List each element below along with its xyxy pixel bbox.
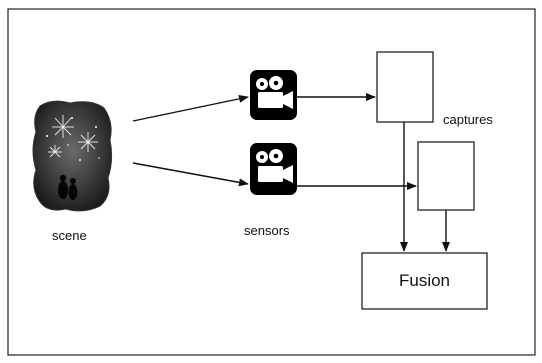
capture-box-2: [418, 142, 474, 210]
video-camera-icon: [250, 70, 297, 120]
arrow-scene-to-sensor-1: [133, 97, 248, 121]
video-camera-icon: [250, 143, 297, 195]
arrow-scene-to-sensor-2: [133, 163, 248, 184]
scene-image: [33, 101, 112, 211]
sensors-label: sensors: [244, 224, 290, 237]
scene-label: scene: [52, 229, 87, 242]
capture-box-1: [377, 52, 433, 122]
fusion-label: Fusion: [362, 253, 487, 309]
captures-label: captures: [443, 113, 493, 126]
